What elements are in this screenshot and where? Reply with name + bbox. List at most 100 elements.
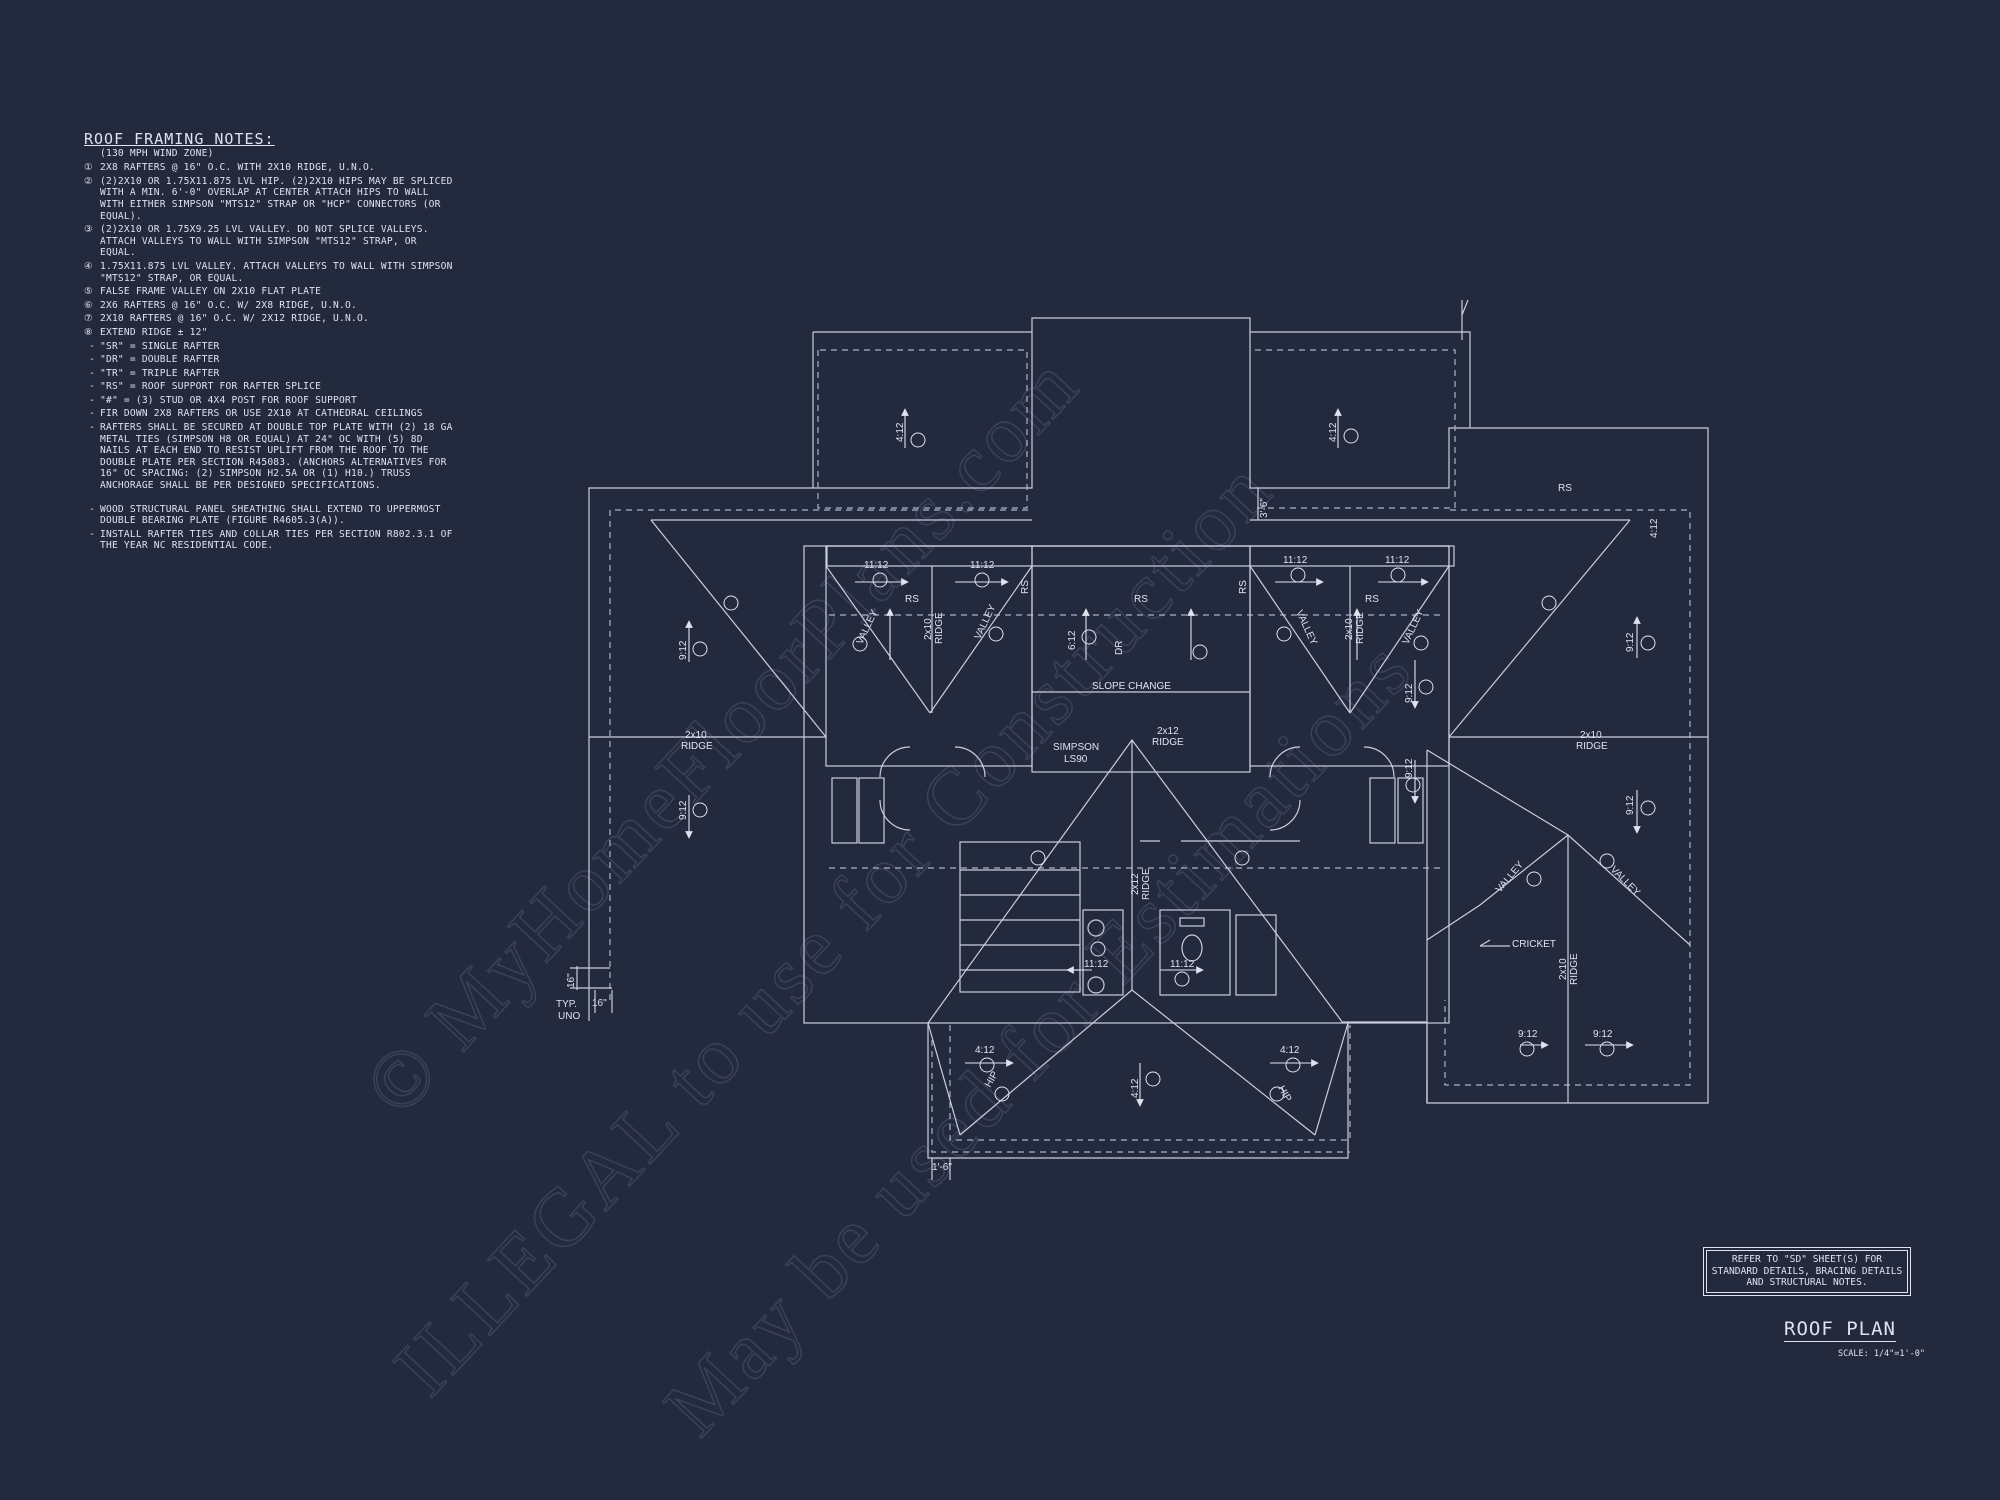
pitch-label: 9:12: [1625, 795, 1636, 815]
ridge-label: RIDGE: [681, 741, 713, 752]
ridge-size: 2x10: [1580, 730, 1602, 741]
roof-framing-notes: ROOF FRAMING NOTES: (130 MPH WIND ZONE) …: [84, 130, 454, 554]
note-text: EXTEND RIDGE ± 12": [100, 326, 208, 338]
notes-title: ROOF FRAMING NOTES:: [84, 130, 275, 148]
note-bullet-text: RAFTERS SHALL BE SECURED AT DOUBLE TOP P…: [100, 422, 453, 492]
pitch-label: 4:12: [1280, 1045, 1300, 1056]
valley-label: VALLEY: [973, 603, 999, 642]
note-bullet: -"SR" = SINGLE RAFTER: [89, 340, 220, 352]
pitch-label: 4:12: [895, 422, 906, 442]
pitch-label: 9:12: [1518, 1029, 1538, 1040]
note-marker: ①: [84, 162, 93, 174]
pitch-label: 11:12: [1385, 555, 1410, 566]
pitch-label: 11:12: [1283, 555, 1308, 566]
dimension-label: 16": [566, 973, 577, 988]
ridge-label: RIDGE: [1569, 953, 1580, 985]
ridge-label: RIDGE: [1576, 741, 1608, 752]
pitch-label: 6:12: [1067, 630, 1078, 650]
note-marker: ⑤: [84, 286, 93, 298]
dimension-label: UNO: [558, 1011, 580, 1022]
cricket-label: CRICKET: [1512, 939, 1556, 950]
double-rafter-label: DR: [1114, 641, 1125, 655]
rs-label: RS: [905, 594, 919, 605]
note-item: ⑤ FALSE FRAME VALLEY ON 2x10 FLAT PLATE: [84, 286, 454, 298]
pitch-label: 9:12: [1404, 758, 1415, 778]
note-text: (2)2x10 OR 1.75x11.875 LVL HIP. (2)2x10 …: [100, 175, 453, 222]
pitch-label: 9:12: [1593, 1029, 1613, 1040]
ridge-size: 2x12: [1130, 873, 1141, 895]
dimension-label: TYP.: [556, 999, 577, 1010]
reference-note: REFER TO "SD" SHEET(S) FOR STANDARD DETA…: [1703, 1247, 1911, 1296]
note-text: 1.75x11.875 LVL VALLEY. ATTACH VALLEYS T…: [100, 260, 453, 284]
pitch-label: 4:12: [1328, 422, 1339, 442]
rs-label: RS: [1558, 483, 1572, 494]
ridge-size: 2x10: [1558, 958, 1569, 980]
note-item: ②(2)2x10 OR 1.75x11.875 LVL HIP. (2)2x10…: [84, 176, 454, 222]
ridge-size: 2x12: [1157, 726, 1179, 737]
note-item: ③ (2)2x10 OR 1.75x9.25 LVL VALLEY. DO NOT…: [84, 224, 454, 259]
note-item: ⑧ EXTEND RIDGE ± 12": [84, 327, 454, 339]
note-text: 2x10 RAFTERS @ 16" O.C. W/ 2x12 RIDGE, U…: [100, 313, 369, 325]
note-bullet: -"DR" = DOUBLE RAFTER: [89, 354, 220, 366]
ridge-label: RIDGE: [934, 612, 945, 644]
note-bullet-text: "DR" = DOUBLE RAFTER: [100, 354, 220, 366]
note-text: 2x8 RAFTERS @ 16" O.C. WITH 2x10 RIDGE, …: [100, 162, 375, 174]
note-bullet: -"#" = (3) STUD OR 4x4 POST FOR ROOF SUP…: [89, 394, 357, 406]
note-bullet: -"RS" = ROOF SUPPORT FOR RAFTER SPLICE: [89, 381, 322, 393]
note-text: FALSE FRAME VALLEY ON 2x10 FLAT PLATE: [100, 286, 322, 298]
note-marker: ③: [84, 224, 93, 236]
roof-outlines: [570, 299, 1709, 1180]
note-bullet: -RAFTERS SHALL BE SECURED AT DOUBLE TOP …: [89, 422, 453, 492]
note-bullet-text: "RS" = ROOF SUPPORT FOR RAFTER SPLICE: [100, 381, 322, 393]
rs-label: RS: [1134, 594, 1148, 605]
note-bullet-text: WOOD STRUCTURAL PANEL SHEATHING SHALL EX…: [100, 503, 441, 527]
note-bullet-text: "SR" = SINGLE RAFTER: [100, 340, 220, 352]
note-bullet-text: INSTALL RAFTER TIES AND COLLAR TIES PER …: [100, 528, 453, 552]
note-item: ⑦ 2x10 RAFTERS @ 16" O.C. W/ 2x12 RIDGE, …: [84, 313, 454, 325]
note-marker: ⑥: [84, 299, 93, 311]
note-marker: ⑧: [84, 326, 93, 338]
pitch-label: 11:12: [970, 560, 995, 571]
ridge-label: RIDGE: [1141, 868, 1152, 900]
ridge-size: 2x10: [923, 618, 934, 640]
valley-label: VALLEY: [1608, 864, 1642, 898]
pitch-label: 4:12: [975, 1045, 995, 1056]
sheet-title: ROOF PLAN: [1784, 1318, 1896, 1342]
note-bullet: -WOOD STRUCTURAL PANEL SHEATHING SHALL E…: [84, 504, 454, 527]
pitch-label: 9:12: [1625, 632, 1636, 652]
dimension-label: 1'-6": [932, 1162, 952, 1173]
plan-labels: 4:12 4:12 9:12 9:12 9:12 9:12 4:12 11:12…: [556, 422, 1660, 1173]
valley-label: VALLEY: [1293, 609, 1319, 648]
pitch-label: 9:12: [1404, 683, 1415, 703]
slope-change-label: SLOPE CHANGE: [1092, 681, 1171, 692]
rs-label: RS: [1238, 580, 1249, 594]
valley-label: VALLEY: [1494, 859, 1526, 895]
pitch-label: 11:12: [1170, 959, 1195, 970]
ridge-label: RIDGE: [1152, 737, 1184, 748]
pitch-label: 9:12: [678, 800, 689, 820]
pitch-label: 11:12: [864, 560, 889, 571]
dimension-label: 3'-6": [1259, 498, 1270, 518]
note-item: ① 2x8 RAFTERS @ 16" O.C. WITH 2x10 RIDGE,…: [84, 162, 454, 174]
pitch-label: 9:12: [678, 640, 689, 660]
note-bullet-text: FIR DOWN 2x8 RAFTERS OR USE 2x10 AT CATH…: [100, 408, 423, 420]
simpson-label: SIMPSON: [1053, 742, 1099, 753]
note-bullet-text: "TR" = TRIPLE RAFTER: [100, 367, 220, 379]
dimension-label: 16": [592, 998, 607, 1009]
note-text: (2)2x10 OR 1.75x9.25 LVL VALLEY. DO NOT …: [100, 224, 429, 259]
rs-label: RS: [1020, 580, 1031, 594]
pitch-label: 4:12: [1130, 1078, 1141, 1098]
sheet-scale: SCALE: 1/4"=1'-0": [1838, 1349, 1925, 1359]
callout-markers: [692, 428, 1656, 1102]
pitch-label: 4:12: [1649, 518, 1660, 538]
note-item: ⑥2x6 RAFTERS @ 16" O.C. W/ 2x8 RIDGE, U.…: [84, 300, 454, 312]
note-bullet: -"TR" = TRIPLE RAFTER: [89, 367, 220, 379]
valley-label: VALLEY: [1401, 608, 1427, 647]
rs-label: RS: [1365, 594, 1379, 605]
valley-label: VALLEY: [855, 608, 881, 647]
pitch-label: 11:12: [1084, 959, 1109, 970]
notes-subtitle: (130 MPH WIND ZONE): [100, 147, 214, 159]
note-marker: ⑦: [84, 313, 93, 325]
note-bullet: -INSTALL RAFTER TIES AND COLLAR TIES PER…: [89, 528, 453, 552]
